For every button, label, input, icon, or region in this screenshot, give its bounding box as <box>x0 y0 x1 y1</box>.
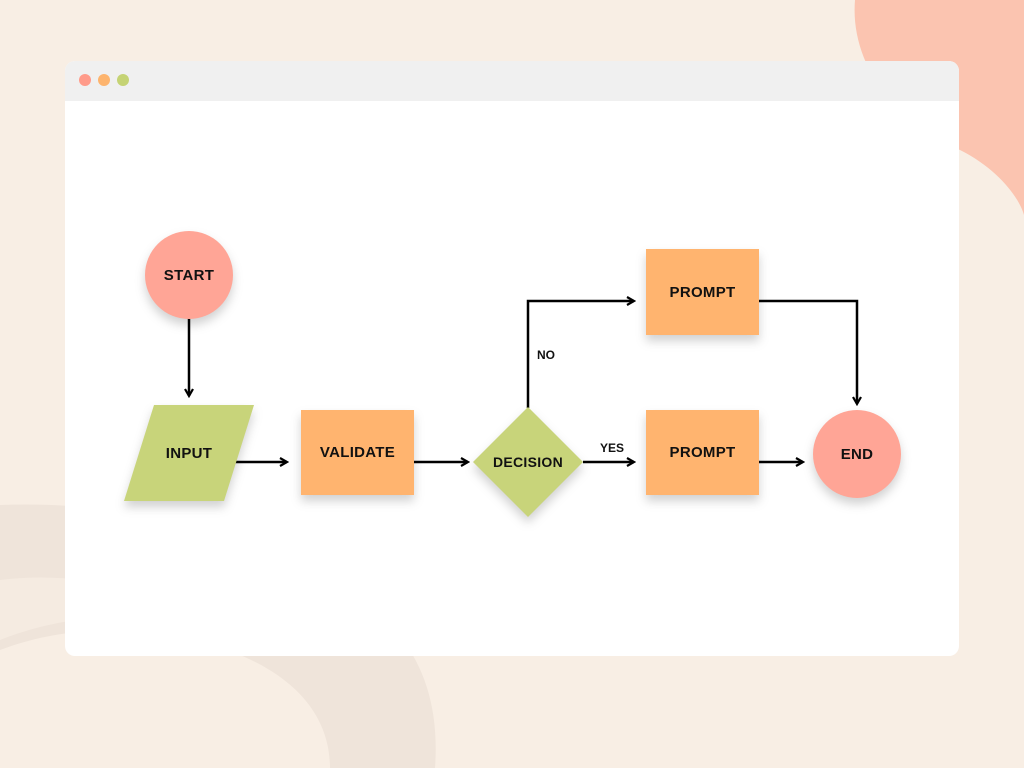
edge-label-yes: YES <box>600 441 625 455</box>
minimize-dot-icon[interactable] <box>98 74 110 86</box>
input-node-label: INPUT <box>165 444 213 462</box>
decision-node-shape <box>473 407 583 517</box>
input-node-shape <box>124 405 254 501</box>
edge-decision-to-prompt-no <box>526 301 634 408</box>
prompt-yes-node: PROMPT <box>646 410 759 495</box>
start-node: START <box>145 231 233 319</box>
prompt-no-node: PROMPT <box>646 249 759 335</box>
end-node-label: END <box>840 445 874 463</box>
close-dot-icon[interactable] <box>79 74 91 86</box>
browser-window <box>65 61 959 656</box>
input-node: INPUT <box>124 405 254 501</box>
decision-node: DECISION <box>473 407 583 517</box>
prompt-no-node-label: PROMPT <box>669 283 736 301</box>
window-titlebar <box>65 61 959 101</box>
end-node: END <box>813 410 901 498</box>
maximize-dot-icon[interactable] <box>117 74 129 86</box>
start-node-label: START <box>163 266 215 284</box>
edge-label-no: NO <box>537 348 555 362</box>
validate-node-label: VALIDATE <box>319 444 396 461</box>
validate-node: VALIDATE <box>301 410 414 495</box>
prompt-yes-node-label: PROMPT <box>669 444 736 461</box>
decision-node-label: DECISION <box>492 454 564 470</box>
edge-prompt-no-to-end <box>759 299 857 404</box>
